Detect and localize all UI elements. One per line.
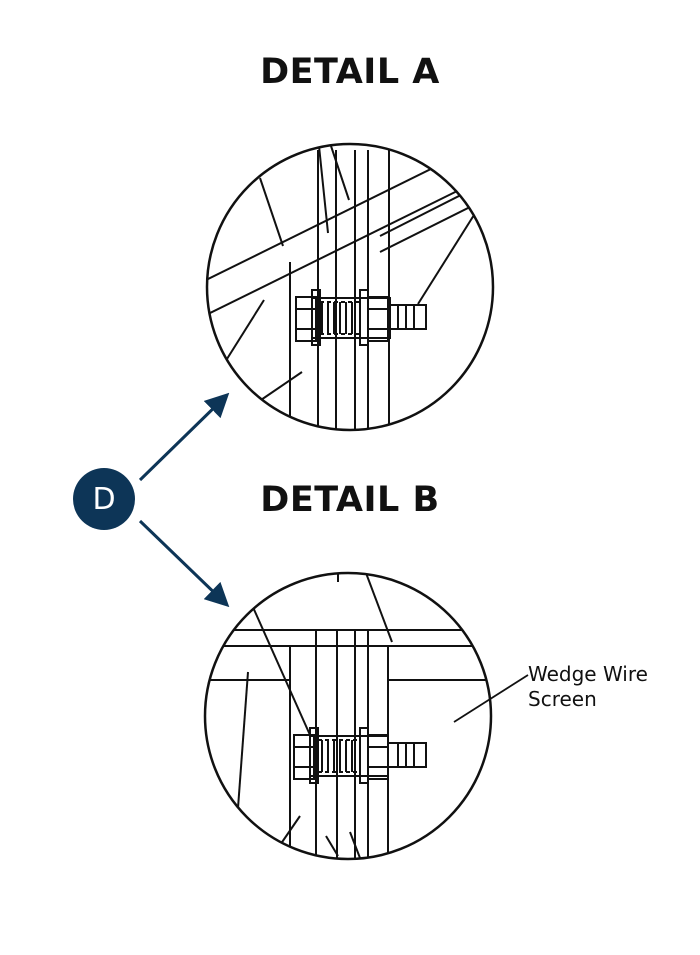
detail-a-title: DETAIL A [260,52,440,92]
detail-a-drawing [205,142,495,432]
detail-b-drawing [203,571,529,861]
wedge-wire-leader [453,674,529,723]
detail-b-title: DETAIL B [260,480,440,520]
detail-badge: D [73,468,135,530]
arrow-to-detail-a [138,392,230,482]
wedge-wire-screen-label: Wedge Wire Screen [528,662,648,711]
arrow-to-detail-b [138,519,230,608]
